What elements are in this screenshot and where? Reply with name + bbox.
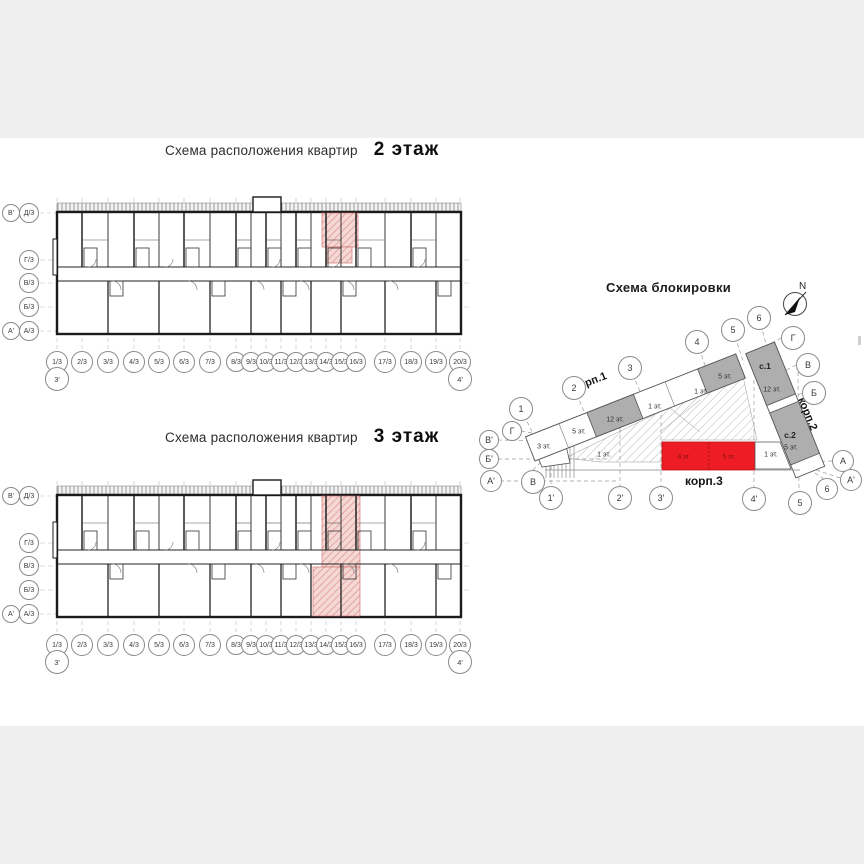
axis-circle-left: Г/3 [19, 533, 39, 553]
axis-circle-bottom: 7/3 [199, 351, 221, 373]
axis-circle-bottom: 18/3 [400, 634, 422, 656]
axis-circle-left: А' [2, 605, 20, 623]
scheme-axis-circle: 1 [509, 397, 533, 421]
floor-plan-3-title-text: Схема расположения квартир [165, 430, 358, 445]
axis-circle-bottom: 2/3 [71, 351, 93, 373]
axis-circle-left: А' [2, 322, 20, 340]
axis-circle-secondary: 4' [448, 650, 472, 674]
floor-count-label: 5 эт. [572, 428, 586, 436]
scheme-axis-circle: А' [480, 470, 502, 492]
axis-circle-bottom: 5/3 [148, 634, 170, 656]
axis-circle-secondary: 3' [45, 367, 69, 391]
scheme-axis-circle: 4' [742, 487, 766, 511]
floor-count-label: 12 эт. [763, 386, 781, 394]
axis-circle-left: В' [2, 204, 20, 222]
scheme-axis-circle: 2' [608, 486, 632, 510]
axis-circle-bottom: 16/3 [346, 635, 366, 655]
scheme-axis-circle: В' [479, 430, 499, 450]
axis-circle-bottom: 19/3 [425, 634, 447, 656]
axis-circle-left: Д/3 [19, 203, 39, 223]
scheme-axis-circle: В [796, 353, 820, 377]
blocking-scheme-title: Схема блокировки [606, 280, 732, 295]
floor-count-label: 1 эт. [597, 451, 611, 459]
scheme-axis-circle: Г [781, 326, 805, 350]
edge-artifact [858, 336, 861, 345]
scheme-axis-circle: 5 [721, 318, 745, 342]
scheme-axis-circle: 1' [539, 486, 563, 510]
scheme-axis-circle: 6 [747, 306, 771, 330]
korp3-label: корп.3 [685, 474, 723, 488]
axis-circle-bottom: 17/3 [374, 351, 396, 373]
floor-count-label: 5 эт. [722, 453, 736, 461]
scheme-axis-circle: 2 [562, 376, 586, 400]
axis-circle-left: Д/3 [19, 486, 39, 506]
axis-circle-left: Г/3 [19, 250, 39, 270]
floor-count-label: 1 эт. [648, 403, 662, 411]
axis-circle-bottom: 2/3 [71, 634, 93, 656]
axis-circle-bottom: 3/3 [97, 634, 119, 656]
axis-circle-left: Б/3 [19, 580, 39, 600]
scheme-axis-circle: Б [802, 381, 826, 405]
axis-circle-secondary: 4' [448, 367, 472, 391]
floor-count-label: 12 эт. [606, 416, 624, 424]
floor-count-label: 3 эт. [537, 443, 551, 451]
floor-plan-2-floor-number: 2 этаж [373, 139, 440, 160]
scheme-axis-circle: А' [840, 469, 862, 491]
axis-circle-bottom: 3/3 [97, 351, 119, 373]
floor-count-label: 4 эт. [677, 453, 691, 461]
floor-count-label: 1 эт. [694, 388, 708, 396]
floor-count-label: с.1 [759, 361, 771, 371]
scheme-axis-circle: 3 [618, 356, 642, 380]
scheme-axis-circle: 3' [649, 486, 673, 510]
floor-count-label: 5 эт. [784, 444, 798, 452]
floor-plan-2-title-text: Схема расположения квартир [165, 143, 358, 158]
axis-circle-left: А/3 [19, 321, 39, 341]
axis-circle-left: Б/3 [19, 297, 39, 317]
floor-count-label: с.2 [784, 430, 796, 440]
axis-circle-bottom: 5/3 [148, 351, 170, 373]
scheme-axis-circle: 6 [816, 478, 838, 500]
axis-circle-bottom: 6/3 [173, 634, 195, 656]
axis-circle-bottom: 18/3 [400, 351, 422, 373]
floor-count-label: 1 эт. [764, 451, 778, 459]
axis-circle-left: В/3 [19, 273, 39, 293]
axis-circle-bottom: 4/3 [123, 634, 145, 656]
axis-circle-left: В/3 [19, 556, 39, 576]
scheme-axis-circle: 5 [788, 491, 812, 515]
floor-plan-3-title: Схема расположения квартир 3 этаж [165, 426, 439, 448]
floor-plan-2-title: Схема расположения квартир 2 этаж [165, 139, 439, 161]
axis-circle-bottom: 7/3 [199, 634, 221, 656]
axis-circle-bottom: 6/3 [173, 351, 195, 373]
north-label: N [799, 281, 807, 292]
floor-count-label: 5 эт. [718, 373, 732, 381]
axis-circle-left: А/3 [19, 604, 39, 624]
axis-circle-bottom: 19/3 [425, 351, 447, 373]
axis-circle-bottom: 4/3 [123, 351, 145, 373]
floor-plan-3-floor-number: 3 этаж [373, 426, 440, 447]
axis-circle-bottom: 17/3 [374, 634, 396, 656]
scheme-axis-circle: Б' [479, 449, 499, 469]
axis-circle-bottom: 16/3 [346, 352, 366, 372]
scheme-axis-circle: В [521, 470, 545, 494]
axis-circle-secondary: 3' [45, 650, 69, 674]
axis-circle-left: В' [2, 487, 20, 505]
scheme-axis-circle: 4 [685, 330, 709, 354]
scheme-axis-circle: Г [502, 421, 522, 441]
